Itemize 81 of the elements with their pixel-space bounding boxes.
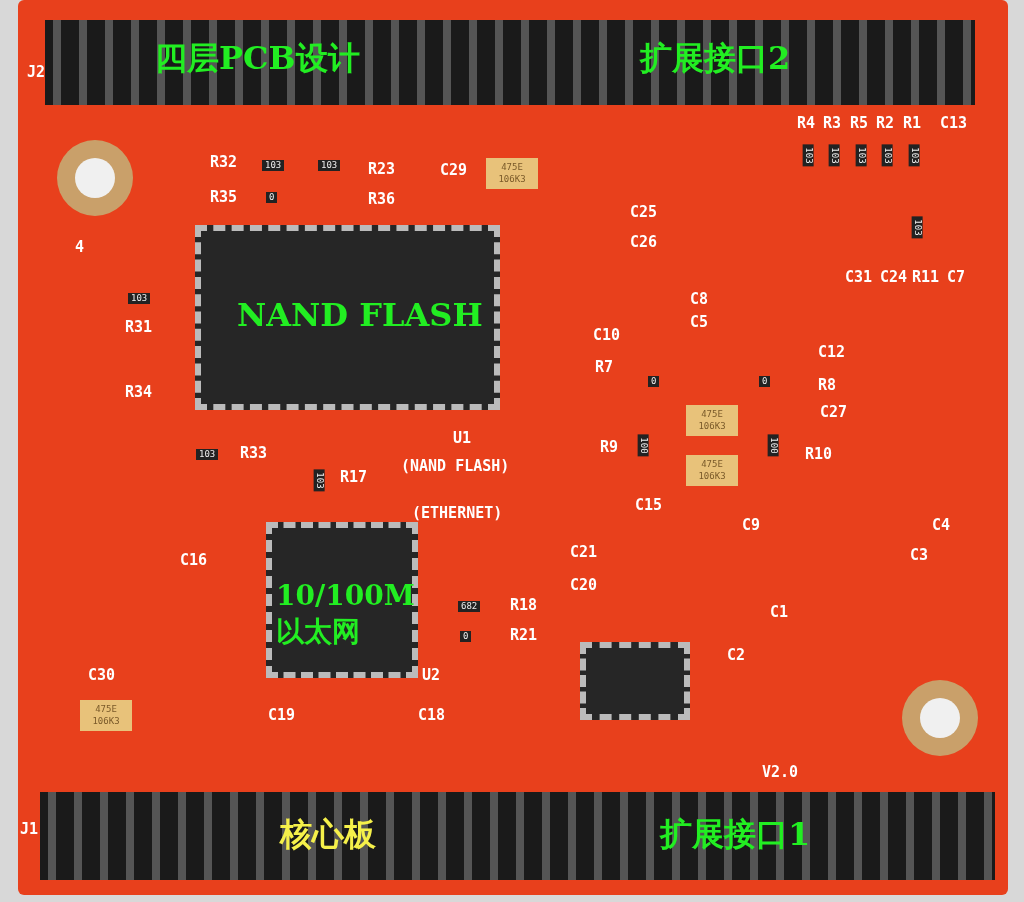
silkscreen-label: U1 [453, 431, 472, 446]
silkscreen-label: R23 [368, 162, 396, 177]
part-code: 0 [266, 192, 278, 203]
part-code: 103 [881, 144, 893, 167]
silkscreen-label: R21 [510, 628, 538, 643]
silkscreen-label: C4 [932, 518, 951, 533]
capacitor-marking: 475E 106K3 [686, 405, 738, 437]
silkscreen-label: J1 [20, 822, 39, 837]
silkscreen-label: 4 [75, 240, 85, 255]
part-code: 103 [196, 449, 219, 460]
silkscreen-label: C30 [88, 668, 116, 683]
capacitor-marking: 475E 106K3 [80, 700, 132, 732]
overlay-caption: NAND FLASH [237, 299, 483, 331]
part-code: 103 [855, 144, 867, 167]
silkscreen-label: C3 [910, 548, 929, 563]
silkscreen-label: R3 [823, 116, 842, 131]
silkscreen-label: C20 [570, 578, 598, 593]
silkscreen-label: R5 [850, 116, 869, 131]
silkscreen-label: R33 [240, 446, 268, 461]
part-code: 100 [637, 434, 649, 457]
part-code: 103 [313, 469, 325, 492]
silkscreen-label: R1 [903, 116, 922, 131]
silkscreen-label: C8 [690, 292, 709, 307]
silkscreen-label: C18 [418, 708, 446, 723]
silkscreen-label: R17 [340, 470, 368, 485]
silkscreen-label: R10 [805, 447, 833, 462]
silkscreen-label: R4 [797, 116, 816, 131]
silkscreen-label: C27 [820, 405, 848, 420]
overlay-caption: 核心板 [280, 818, 376, 850]
overlay-caption: 四层PCB设计 [155, 42, 360, 74]
ic-chip [580, 642, 690, 720]
silkscreen-label: R32 [210, 155, 238, 170]
silkscreen-label: C15 [635, 498, 663, 513]
capacitor-marking: 475E 106K3 [486, 158, 538, 190]
silkscreen-label: C19 [268, 708, 296, 723]
overlay-caption: 10/100M 以太网 [276, 578, 416, 651]
silkscreen-label: U2 [422, 668, 441, 683]
part-code: 682 [458, 601, 481, 612]
part-code: 0 [759, 376, 771, 387]
silkscreen-label: R2 [876, 116, 895, 131]
capacitor-marking: 475E 106K3 [686, 455, 738, 487]
part-code: 103 [128, 293, 151, 304]
silkscreen-label: C29 [440, 163, 468, 178]
silkscreen-label: R34 [125, 385, 153, 400]
silkscreen-label: (NAND FLASH) [401, 459, 510, 474]
silkscreen-label: C7 [947, 270, 966, 285]
silkscreen-label: (ETHERNET) [412, 506, 503, 521]
overlay-caption: 扩展接口1 [660, 818, 811, 850]
silkscreen-label: R18 [510, 598, 538, 613]
silkscreen-label: R9 [600, 440, 619, 455]
silkscreen-label: C31 [845, 270, 873, 285]
silkscreen-label: C24 [880, 270, 908, 285]
part-code: 103 [262, 160, 285, 171]
silkscreen-label: C2 [727, 648, 746, 663]
part-code: 103 [318, 160, 341, 171]
silkscreen-label: C16 [180, 553, 208, 568]
silkscreen-label: R8 [818, 378, 837, 393]
part-code: 0 [460, 631, 472, 642]
silkscreen-label: R35 [210, 190, 238, 205]
silkscreen-label: C5 [690, 315, 709, 330]
silkscreen-label: C26 [630, 235, 658, 250]
silkscreen-label: R11 [912, 270, 940, 285]
silkscreen-label: C9 [742, 518, 761, 533]
part-code: 103 [802, 144, 814, 167]
silkscreen-label: R36 [368, 192, 396, 207]
silkscreen-label: C1 [770, 605, 789, 620]
silkscreen-label: C12 [818, 345, 846, 360]
silkscreen-label: C10 [593, 328, 621, 343]
part-code: 103 [911, 216, 923, 239]
part-code: 100 [767, 434, 779, 457]
part-code: 103 [908, 144, 920, 167]
part-code: 103 [828, 144, 840, 167]
overlay-caption: 扩展接口2 [640, 42, 791, 74]
silkscreen-label: R31 [125, 320, 153, 335]
silkscreen-label: R7 [595, 360, 614, 375]
silkscreen-label: J2 [27, 65, 46, 80]
silkscreen-label: C13 [940, 116, 968, 131]
silkscreen-label: V2.0 [762, 765, 799, 780]
silkscreen-label: C25 [630, 205, 658, 220]
silkscreen-label: C21 [570, 545, 598, 560]
part-code: 0 [648, 376, 660, 387]
